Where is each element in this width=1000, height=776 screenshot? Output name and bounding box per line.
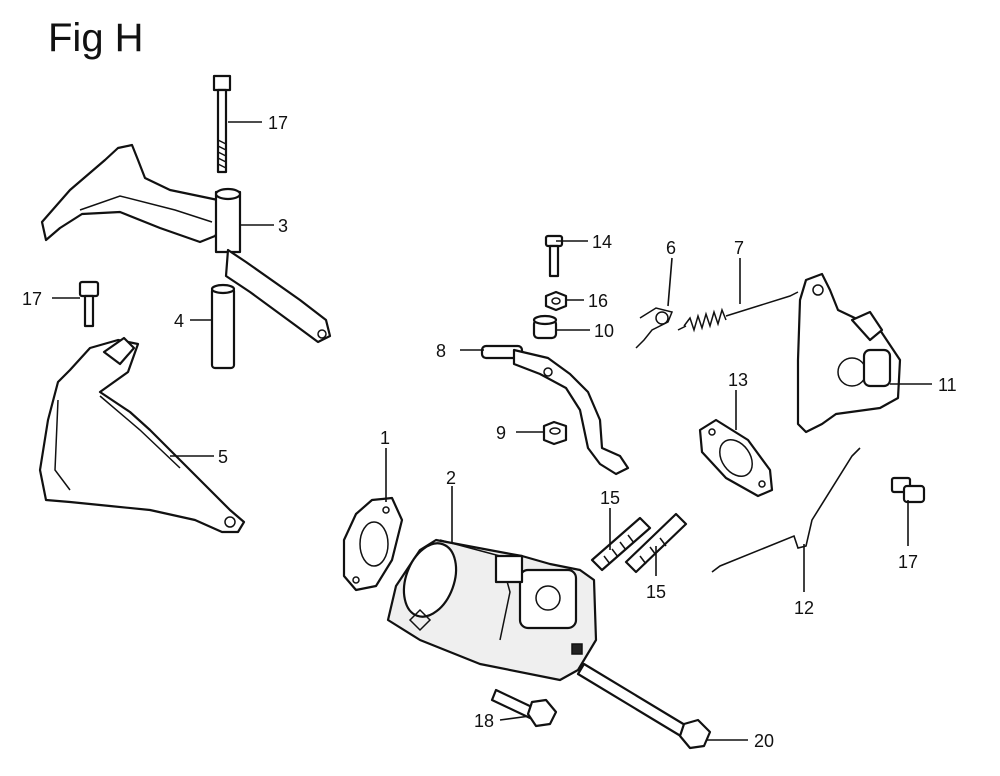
callout-16: 16 [588,291,608,311]
part-15-stud-a [590,516,652,572]
callout-17-left: 17 [22,289,42,309]
part-5-bracket [38,336,246,534]
part-1-gasket [342,496,404,592]
callout-19: 17 [268,113,288,133]
callout-4: 4 [174,311,184,331]
part-10-collar [532,314,558,340]
callout-18: 18 [474,711,494,731]
part-16-nut [544,290,568,312]
callout-8: 8 [436,341,446,361]
callout-6: 6 [666,238,676,258]
callout-12: 12 [794,598,814,618]
part-7-spring [677,291,799,333]
callout-9: 9 [496,423,506,443]
part-8-arm [480,344,630,476]
part-14-bolt [544,234,564,278]
part-18-bolt [490,688,558,728]
leader-lines [52,121,932,741]
part-15-stud-b [624,512,688,574]
part-6-clip [635,307,674,349]
callout-13: 13 [728,370,748,390]
callout-11: 11 [938,375,957,395]
callout-3: 3 [278,216,288,236]
callout-14: 14 [592,232,612,252]
part-4-pin [210,283,236,370]
callout-10: 10 [594,321,614,341]
part-13-gasket [698,418,774,498]
callout-2: 2 [446,468,456,488]
callout-20: 20 [754,731,774,751]
part-2-carburetor [386,538,598,682]
figure-title: Fig H [48,16,144,60]
part-17-bolt-left [78,280,100,328]
part-19-bolt [212,74,232,174]
part-9-nut [542,420,568,446]
callout-5: 5 [218,447,228,467]
callout-1: 1 [380,428,390,448]
callout-7: 7 [734,238,744,258]
part-11-plate [796,272,902,434]
part-17-bolt-right [890,476,926,504]
callout-15-upper: 15 [600,488,620,508]
callout-17-right: 17 [898,552,918,572]
part-12-link [711,447,861,573]
part-3-bracket [40,143,332,344]
callout-15-lower: 15 [646,582,666,602]
part-20-bolt [576,662,712,750]
